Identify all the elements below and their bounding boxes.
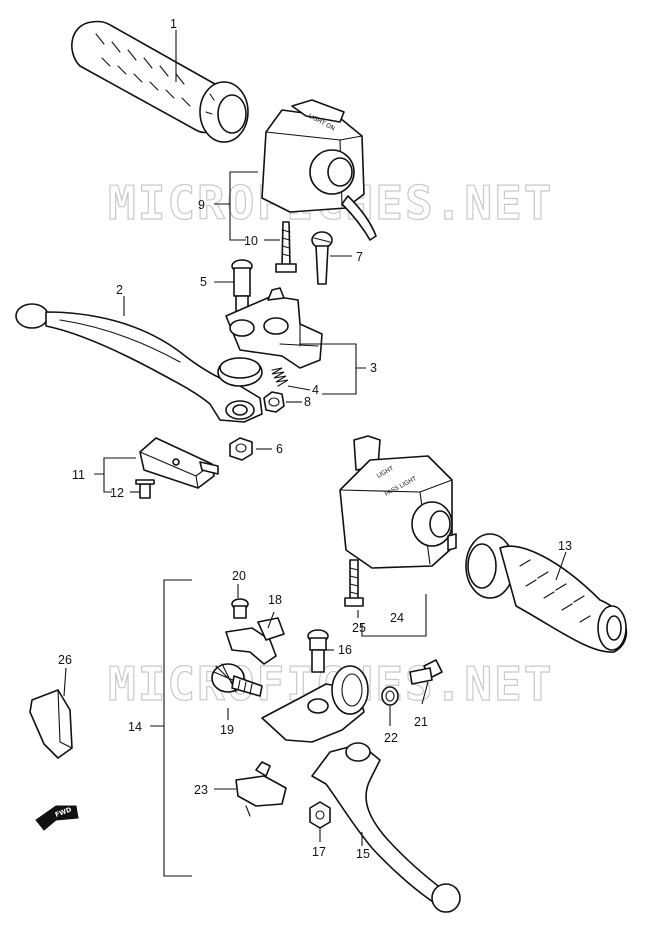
callout-4: 4 xyxy=(312,383,319,397)
callout-9: 9 xyxy=(198,198,205,212)
callout-12: 12 xyxy=(110,486,124,500)
spring-part-4 xyxy=(271,367,289,387)
adjuster-part-19 xyxy=(211,663,263,697)
nut-part-8 xyxy=(263,391,285,413)
screw-part-20 xyxy=(231,598,249,619)
callout-20: 20 xyxy=(232,569,246,583)
screw-part-10 xyxy=(275,221,297,273)
washer-part-22 xyxy=(381,686,399,706)
callout-5: 5 xyxy=(200,275,207,289)
screw-part-7 xyxy=(311,231,333,285)
callout-23: 23 xyxy=(194,783,208,797)
left-grip-part-1 xyxy=(71,20,249,143)
callout-7: 7 xyxy=(356,250,363,264)
callout-8: 8 xyxy=(304,395,311,409)
callout-13: 13 xyxy=(558,539,572,553)
callout-1: 1 xyxy=(170,17,177,31)
nut-part-17 xyxy=(309,801,331,829)
right-lever-part-15 xyxy=(311,742,461,913)
right-lever-holder xyxy=(261,665,369,743)
callout-2: 2 xyxy=(116,283,123,297)
callout-17: 17 xyxy=(312,845,326,859)
leader-lines xyxy=(63,30,567,877)
right-switch-part-24: LIGHT PASS LIGHT xyxy=(339,435,457,569)
callout-numbers: 1 2 3 4 5 6 7 8 9 10 11 12 13 14 15 16 1… xyxy=(58,17,572,861)
callout-22: 22 xyxy=(384,731,398,745)
callout-25: 25 xyxy=(352,621,366,635)
callout-11: 11 xyxy=(72,468,85,482)
callout-14: 14 xyxy=(128,720,142,734)
callout-10: 10 xyxy=(244,234,258,248)
left-switch-part-9: LIGHT ON xyxy=(261,99,377,241)
callout-16: 16 xyxy=(338,643,352,657)
cover-part-26 xyxy=(29,689,73,759)
callout-3: 3 xyxy=(370,361,377,375)
left-lever-part-2 xyxy=(15,303,263,423)
callout-6: 6 xyxy=(276,442,283,456)
lever-holder-part-3 xyxy=(225,287,323,369)
right-grip-part-13 xyxy=(465,533,628,653)
stop-switch-part-11 xyxy=(139,437,219,489)
callout-26: 26 xyxy=(58,653,72,667)
callout-19: 19 xyxy=(220,723,234,737)
screw-part-25 xyxy=(344,559,364,607)
callout-21: 21 xyxy=(414,715,428,729)
nut-part-6 xyxy=(229,437,253,461)
callout-15: 15 xyxy=(356,847,370,861)
screw-part-12 xyxy=(135,479,155,499)
screw-part-21 xyxy=(409,659,443,685)
switch-part-23 xyxy=(235,761,287,817)
callout-18: 18 xyxy=(268,593,282,607)
callout-24: 24 xyxy=(390,611,404,625)
fwd-arrow: FWD xyxy=(35,805,79,831)
pivot-bolt-part-5 xyxy=(231,259,253,313)
